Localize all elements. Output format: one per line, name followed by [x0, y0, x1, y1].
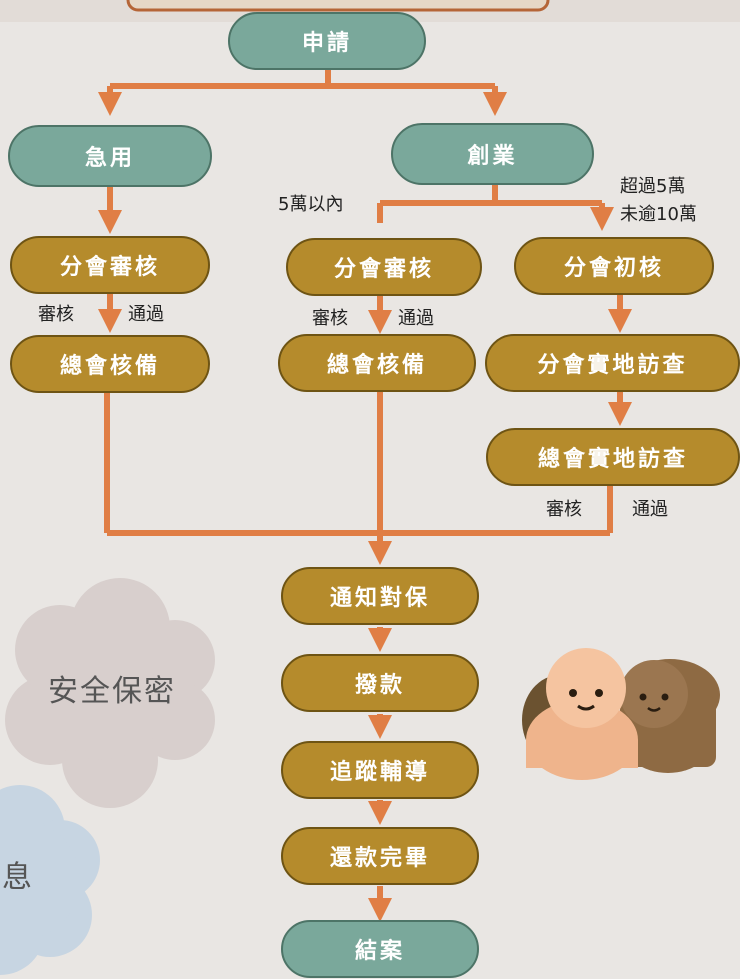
node-startup: 創業	[391, 123, 594, 185]
label-right-pass: 通過	[632, 499, 668, 520]
characters-illustration-icon	[522, 648, 720, 780]
label-mid-pass: 通過	[398, 308, 434, 329]
top-banner-box	[126, 0, 550, 12]
cloud-security	[5, 578, 215, 808]
node-hq-site-visit: 總會實地訪查	[486, 428, 740, 486]
node-close-case: 結案	[281, 920, 479, 978]
node-follow-up: 追蹤輔導	[281, 741, 479, 799]
node-branch-review-left: 分會審核	[10, 236, 210, 294]
node-emergency: 急用	[8, 125, 212, 187]
node-branch-site-visit: 分會實地訪查	[485, 334, 740, 392]
node-hq-prepare-mid: 總會核備	[278, 334, 476, 392]
label-left-pass: 通過	[128, 304, 164, 325]
label-under-10w: 未逾10萬	[620, 204, 697, 225]
cloud-interest-text: 利息	[0, 860, 34, 895]
node-disburse: 撥款	[281, 654, 479, 712]
node-repayment-done: 還款完畢	[281, 827, 479, 885]
cloud-security-text: 安全保密	[48, 674, 176, 709]
cloud-interest	[0, 785, 100, 975]
label-mid-review: 審核	[312, 308, 348, 329]
label-left-review: 審核	[38, 304, 74, 325]
label-within-5w: 5萬以內	[278, 194, 344, 215]
node-notify-guarantee: 通知對保	[281, 567, 479, 625]
node-hq-prepare-left: 總會核備	[10, 335, 210, 393]
connectors	[98, 68, 632, 922]
label-right-review: 審核	[546, 499, 582, 520]
node-apply: 申請	[228, 12, 426, 70]
node-branch-initial: 分會初核	[514, 237, 714, 295]
label-over-5w: 超過5萬	[620, 176, 686, 197]
node-branch-review-mid: 分會審核	[286, 238, 482, 296]
